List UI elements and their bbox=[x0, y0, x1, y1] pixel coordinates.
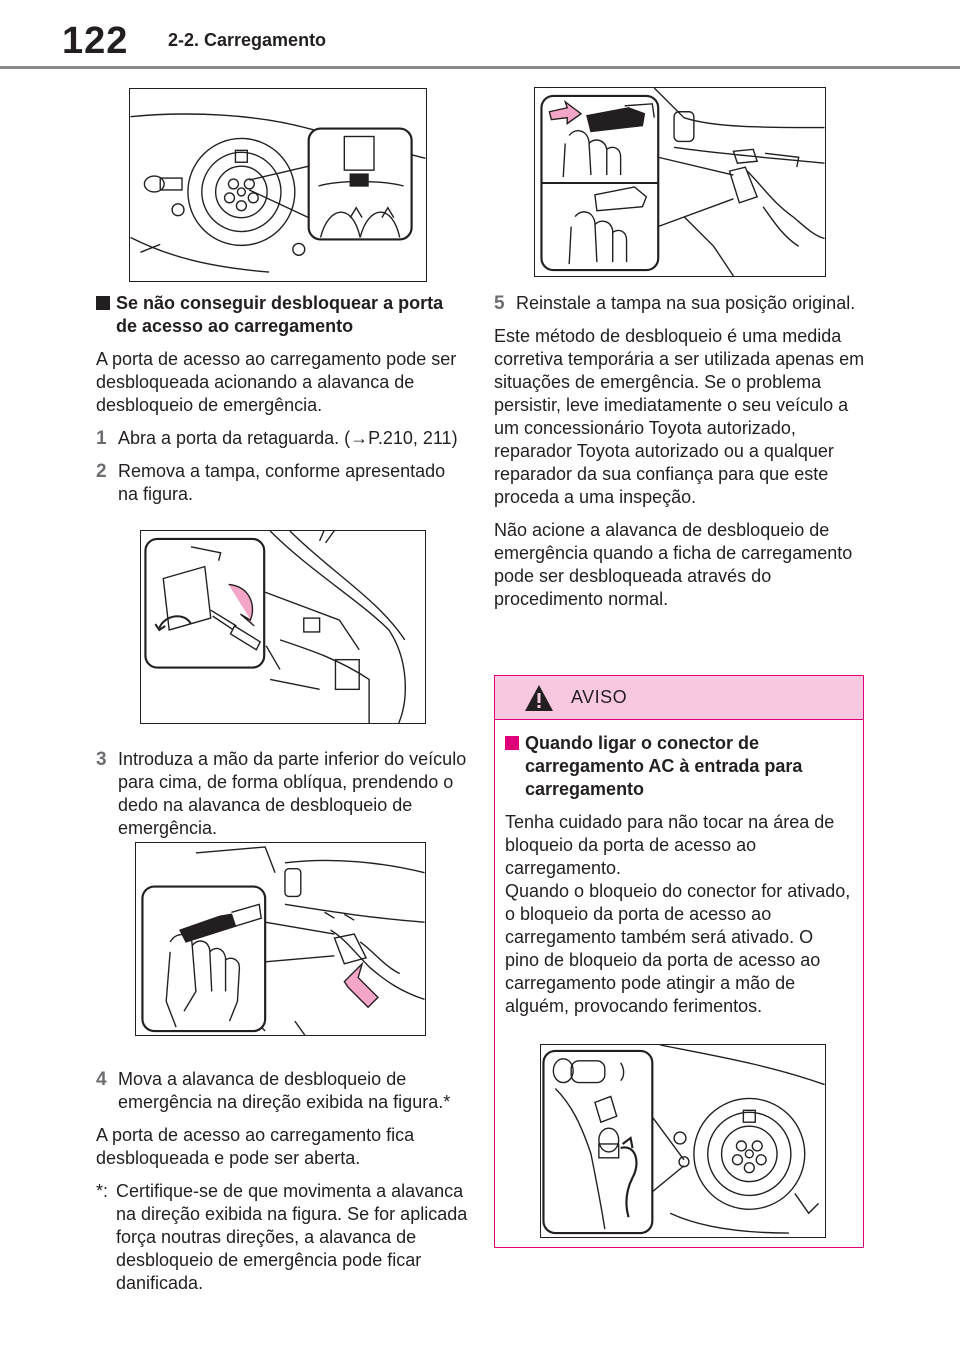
square-bullet-icon bbox=[96, 296, 110, 310]
step-number: 2 bbox=[96, 461, 107, 482]
step-number: 3 bbox=[96, 749, 107, 770]
warning-heading-text: Quando ligar o conector de carregamento … bbox=[525, 733, 803, 799]
figure-remove-cover bbox=[140, 530, 426, 724]
figure-lock-pin bbox=[540, 1044, 826, 1238]
step-text: Reinstale a tampa na sua posição origina… bbox=[516, 293, 856, 313]
intro-paragraph: A porta de acesso ao carregamento pode s… bbox=[96, 349, 457, 415]
warning-label: AVISO bbox=[571, 687, 628, 707]
step-4: 4 Mova a alavanca de desbloqueio de emer… bbox=[96, 1068, 468, 1114]
warning-text-1: Tenha cuidado para não tocar na área de … bbox=[505, 812, 835, 878]
do-not-operate-paragraph: Não acione a alavanca de desbloqueio de … bbox=[494, 520, 853, 609]
figure-spacer bbox=[96, 516, 468, 748]
step-1: 1 Abra a porta da retaguarda. (→P.210, 2… bbox=[96, 427, 468, 450]
warning-text-2: Quando o bloqueio do conector for ativad… bbox=[505, 881, 851, 1016]
footnote-mark: *: bbox=[96, 1181, 109, 1201]
footnote: *: Certifique-se de que movimenta a alav… bbox=[96, 1180, 468, 1295]
step-text: Mova a alavanca de desbloqueio de emergê… bbox=[118, 1069, 451, 1112]
square-bullet-icon bbox=[505, 736, 519, 750]
warning-triangle-icon bbox=[525, 685, 553, 711]
result-paragraph: A porta de acesso ao carregamento fica d… bbox=[96, 1125, 415, 1168]
step-number: 5 bbox=[494, 293, 505, 314]
step-3: 3 Introduza a mão da parte inferior do v… bbox=[96, 748, 468, 840]
step-text: Remova a tampa, conforme apresentado na … bbox=[118, 461, 446, 504]
figure-reach-lever bbox=[135, 842, 426, 1036]
step-number: 4 bbox=[96, 1069, 107, 1090]
figure-charging-inlet bbox=[129, 88, 427, 282]
page-number: 122 bbox=[62, 20, 129, 62]
figure-pull-lever bbox=[534, 87, 826, 277]
step-number: 1 bbox=[96, 428, 107, 449]
footnote-text: Certifique-se de que movimenta a alavanc… bbox=[116, 1181, 468, 1293]
subsection-heading-text: Se não conseguir desbloquear a porta de … bbox=[116, 293, 444, 336]
header-rule bbox=[0, 66, 960, 69]
right-column: 5 Reinstale a tampa na sua posição origi… bbox=[494, 292, 866, 621]
step-text: Abra a porta da retaguarda. (→P.210, 211… bbox=[118, 428, 458, 448]
step-2: 2 Remova a tampa, conforme apresentado n… bbox=[96, 460, 468, 506]
page-header: 122 2-2. Carregamento bbox=[0, 0, 960, 70]
warning-heading: Quando ligar o conector de carregamento … bbox=[505, 732, 851, 801]
temporary-measure-paragraph: Este método de desbloqueio é uma medida … bbox=[494, 326, 865, 507]
warning-header: AVISO bbox=[495, 676, 863, 720]
left-column: Se não conseguir desbloquear a porta de … bbox=[96, 292, 468, 1295]
subsection-heading: Se não conseguir desbloquear a porta de … bbox=[96, 292, 468, 338]
figure-spacer bbox=[96, 850, 468, 1068]
section-title: 2-2. Carregamento bbox=[168, 30, 327, 50]
warning-body: Quando ligar o conector de carregamento … bbox=[495, 720, 863, 1018]
step-text: Introduza a mão da parte inferior do veí… bbox=[118, 749, 467, 838]
step-5: 5 Reinstale a tampa na sua posição origi… bbox=[494, 292, 866, 315]
